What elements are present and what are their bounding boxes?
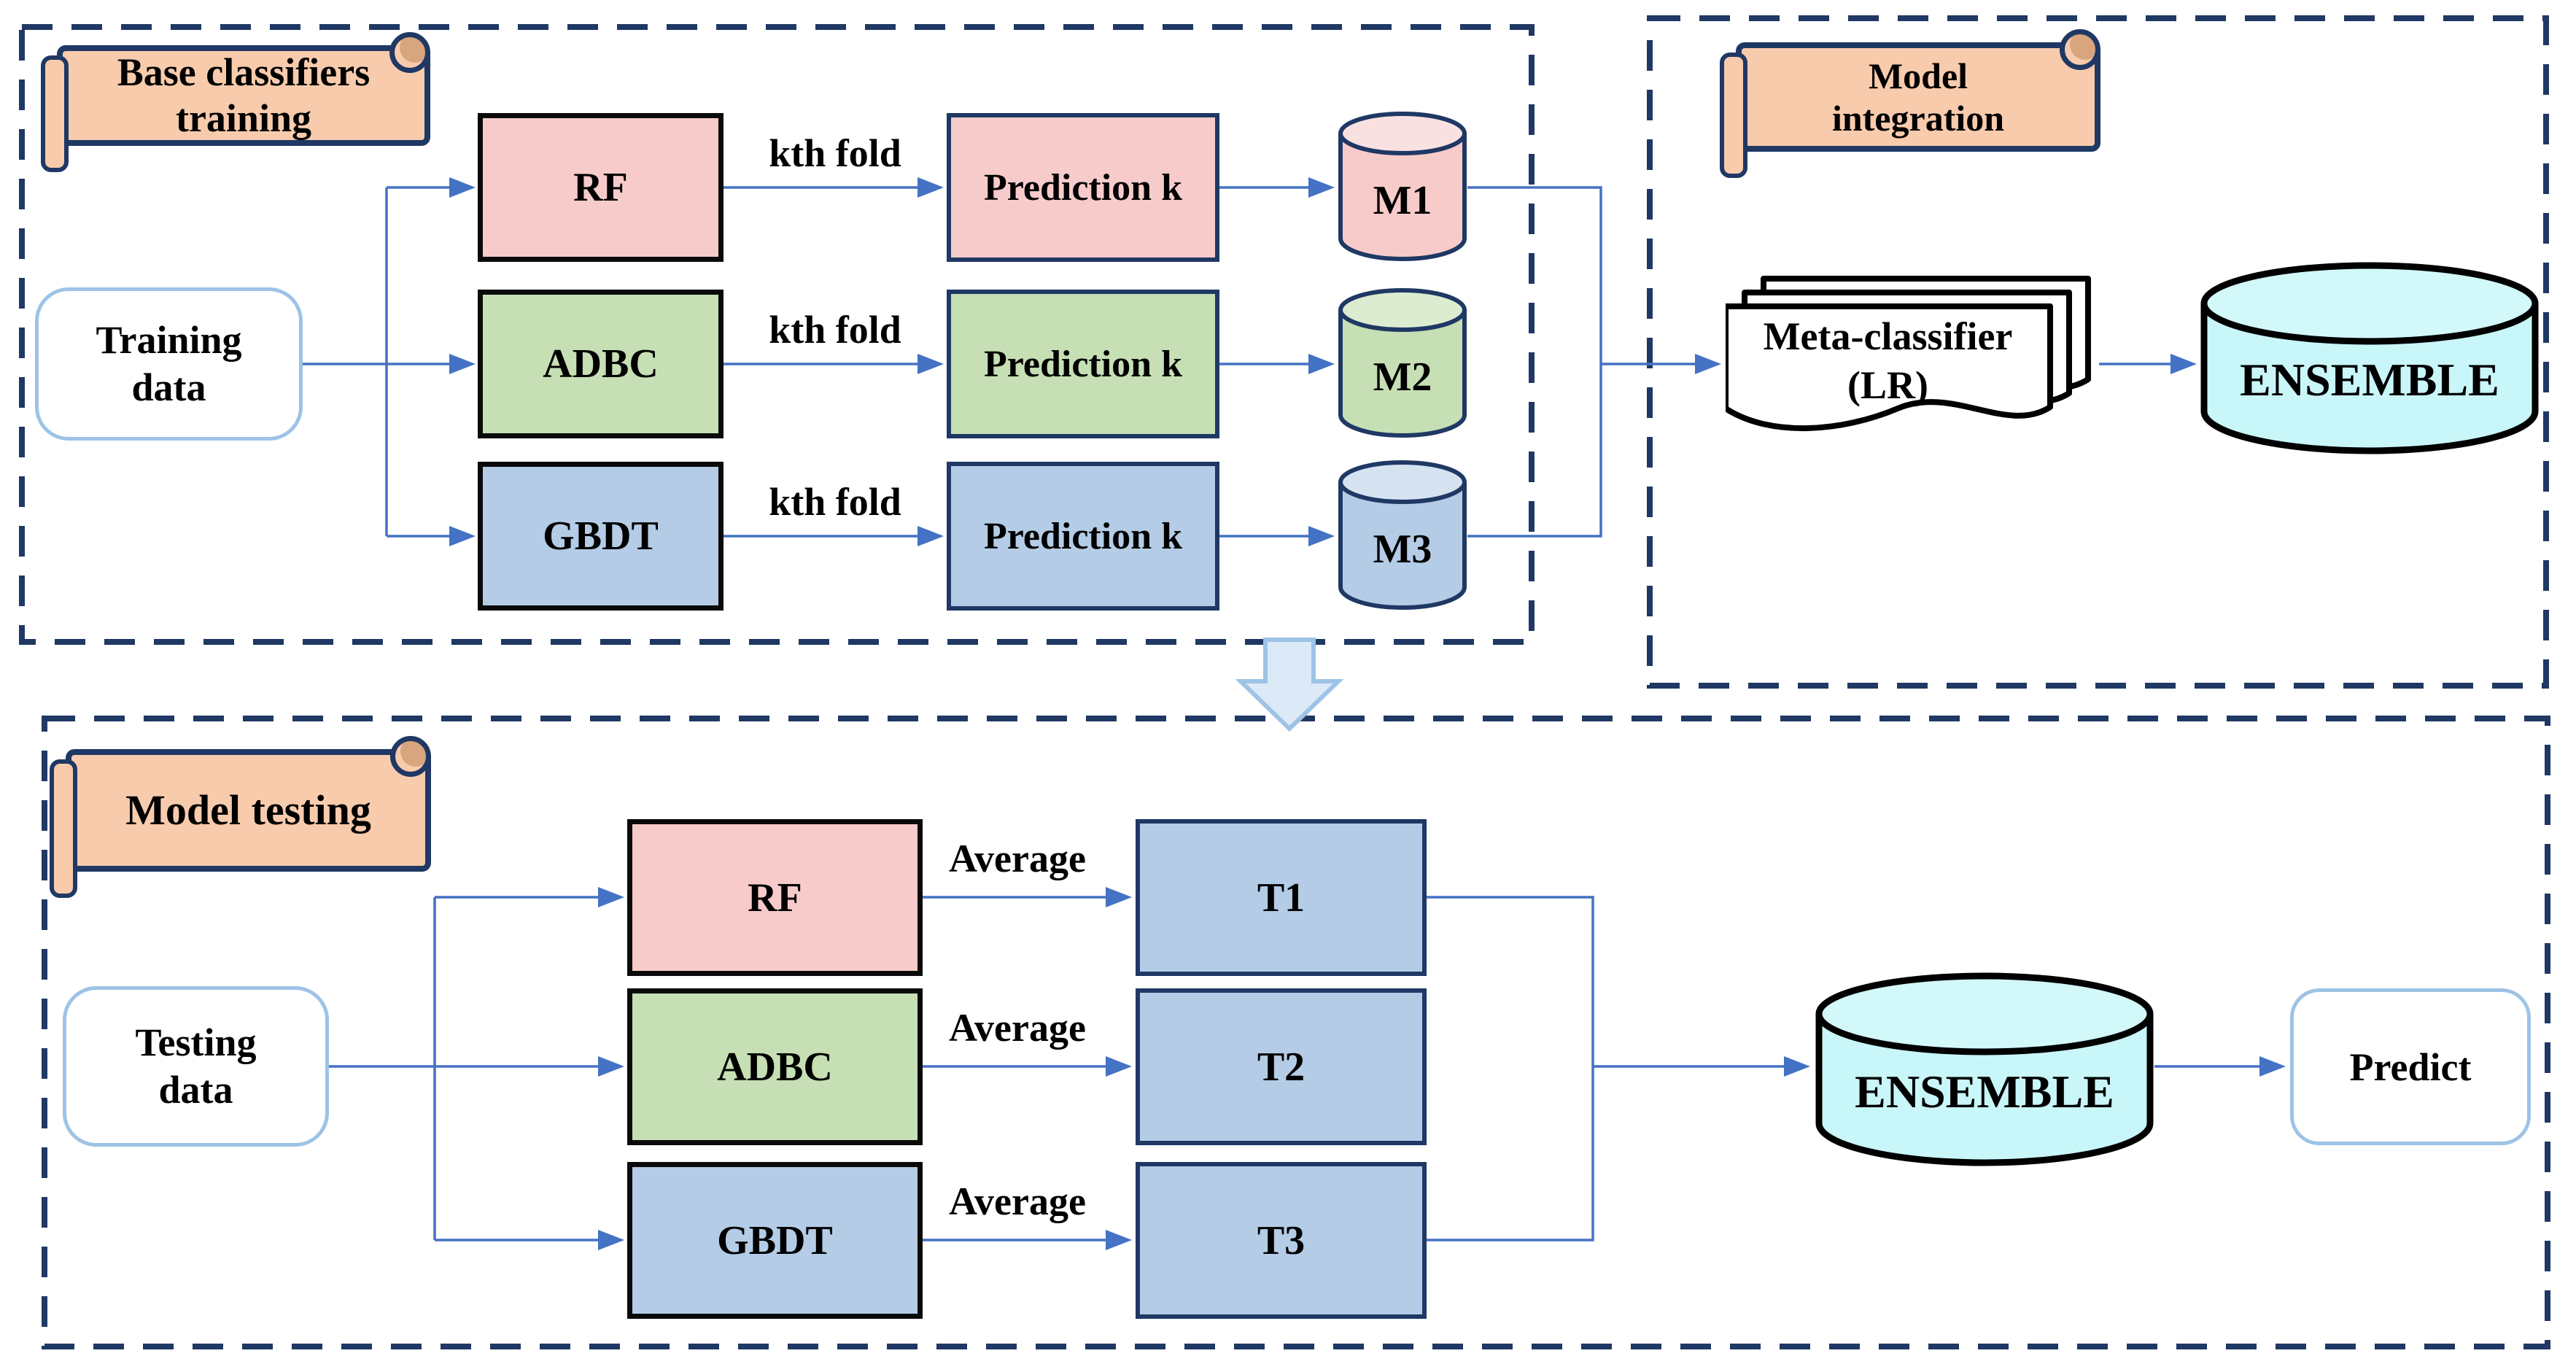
cylinder-icon [1338, 460, 1467, 610]
prediction-k-3-label: Prediction k [983, 515, 1183, 557]
ensemble-store-testing-label: ENSEMBLE [1855, 1066, 2114, 1117]
prediction-k-2-label: Prediction k [983, 343, 1183, 385]
classifier-adbc-train: ADBC [478, 290, 723, 438]
classifier-gbdt-train-label: GBDT [543, 514, 659, 559]
training-banner-line1: Base classifiers [117, 50, 371, 95]
kth-fold-label-1: kth fold [769, 131, 901, 175]
training-data-line2: data [131, 365, 206, 409]
integration-banner-line2: integration [1831, 98, 2005, 139]
model-store-m1: M1 [1338, 110, 1467, 263]
integration-panel-frame [1647, 15, 2549, 689]
classifier-rf-train: RF [478, 113, 723, 262]
training-banner: Base classifiers training [41, 32, 430, 172]
ensemble-store-testing: ENSEMBLE [1815, 970, 2154, 1169]
scroll-curl-icon [389, 32, 430, 73]
model-store-m1-label: M1 [1373, 178, 1432, 223]
document-stack-icon [1726, 276, 2091, 431]
classifier-adbc-train-label: ADBC [543, 341, 659, 387]
scroll-roll-icon [1720, 53, 1747, 178]
meta-classifier-stack: Meta-classifier (LR) [1726, 276, 2101, 458]
test-output-t2: T2 [1136, 988, 1427, 1145]
average-label-2: Average [949, 1006, 1086, 1050]
model-store-m3: M3 [1338, 459, 1467, 612]
kth-fold-label-3: kth fold [769, 480, 901, 524]
testing-data-node: Testing data [63, 986, 329, 1147]
predict-node: Predict [2290, 988, 2531, 1145]
training-banner-line2: training [175, 96, 311, 140]
prediction-k-3: Prediction k [947, 462, 1219, 611]
average-label-3: Average [949, 1179, 1086, 1223]
prediction-k-2: Prediction k [947, 290, 1219, 438]
classifier-gbdt-train: GBDT [478, 462, 723, 611]
test-output-t1-label: T1 [1257, 875, 1306, 921]
average-label-1: Average [949, 837, 1086, 880]
testing-data-line2: data [158, 1068, 233, 1112]
scroll-roll-icon [50, 759, 77, 898]
scroll-curl-icon [390, 736, 431, 777]
testing-banner-line1: Model testing [125, 786, 371, 834]
cylinder-icon [1815, 972, 2154, 1166]
model-store-m2: M2 [1338, 287, 1467, 440]
classifier-gbdt-test-label: GBDT [717, 1217, 833, 1263]
prediction-k-1: Prediction k [947, 113, 1219, 262]
classifier-adbc-test: ADBC [627, 988, 923, 1145]
classifier-rf-test: RF [627, 819, 923, 976]
classifier-rf-train-label: RF [573, 165, 628, 210]
testing-data-line1: Testing [135, 1020, 257, 1065]
cylinder-icon [2200, 262, 2539, 454]
panel-transition-arrow-icon [1235, 638, 1344, 732]
scroll-curl-icon [2060, 29, 2100, 70]
classifier-rf-test-label: RF [748, 875, 802, 921]
test-output-t3-label: T3 [1257, 1217, 1306, 1263]
cylinder-icon [1338, 288, 1467, 438]
kth-fold-label-2: kth fold [769, 308, 901, 352]
test-output-t1: T1 [1136, 819, 1427, 976]
model-store-m3-label: M3 [1373, 527, 1432, 572]
training-panel-frame [19, 24, 1535, 645]
test-output-t3: T3 [1136, 1162, 1427, 1319]
classifier-adbc-test-label: ADBC [717, 1044, 833, 1090]
meta-classifier-line2: (LR) [1847, 363, 1928, 407]
testing-banner: Model testing [50, 736, 431, 898]
classifier-gbdt-test: GBDT [627, 1162, 923, 1319]
cylinder-icon [1338, 112, 1467, 261]
meta-classifier-line1: Meta-classifier [1763, 314, 2013, 358]
ensemble-store-integration: ENSEMBLE [2200, 260, 2540, 457]
model-store-m2-label: M2 [1373, 355, 1432, 400]
predict-node-label: Predict [2349, 1045, 2472, 1089]
integration-banner-line1: Model [1868, 55, 1968, 96]
integration-banner: Model integration [1720, 29, 2100, 178]
training-data-line1: Training [96, 318, 242, 363]
training-data-node: Training data [35, 287, 303, 441]
prediction-k-1-label: Prediction k [983, 166, 1183, 209]
ensemble-store-integration-label: ENSEMBLE [2240, 354, 2499, 406]
test-output-t2-label: T2 [1257, 1044, 1306, 1090]
scroll-roll-icon [41, 55, 69, 172]
